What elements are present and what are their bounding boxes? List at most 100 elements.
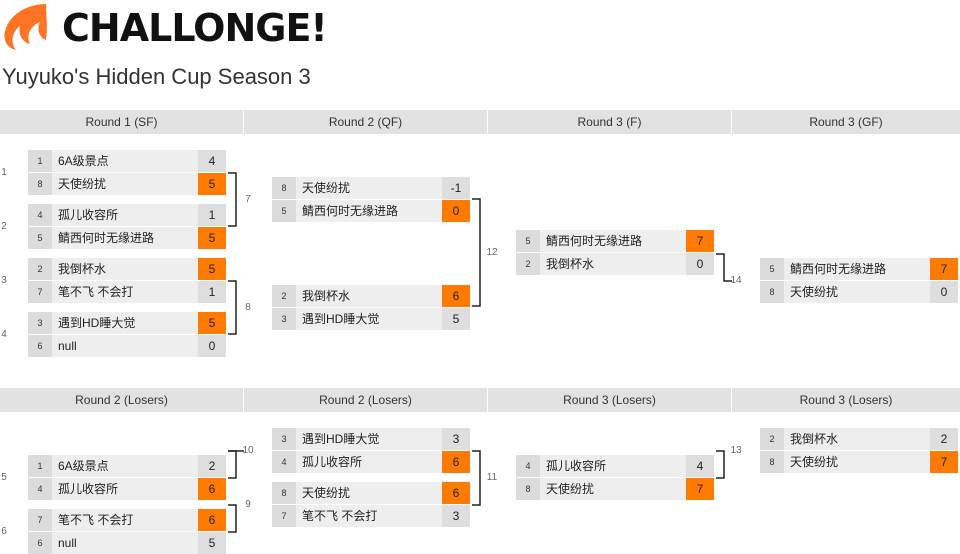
challonge-flame-icon [4,4,47,50]
match-number: 14 [730,275,742,286]
participant-name: 6A级景点 [58,154,109,168]
participant-name: 天使纷扰 [790,285,839,299]
participant-name: 我倒杯水 [58,262,107,276]
participant-row[interactable]: 1 6A级景点 4 [28,150,226,172]
participant-score: 1 [198,281,226,303]
participant-score: 7 [686,478,714,500]
participant-score: 7 [686,230,714,252]
participant-name: 遇到HD睡大觉 [58,316,136,330]
participant-seed: 4 [516,455,540,477]
participant-score: 2 [930,428,958,450]
round-header-losers-2: Round 2 (Losers) [244,388,487,412]
participant-score: 5 [198,227,226,249]
participant-seed: 5 [28,227,52,249]
participant-name: 孤儿收容所 [546,459,607,473]
participant-seed: 5 [516,230,540,252]
participant-score: 4 [198,150,226,172]
participant-seed: 8 [760,451,784,473]
participant-name: null [58,536,77,550]
participant-seed: 3 [272,428,296,450]
participant-name: 我倒杯水 [302,289,351,303]
participant-score: 0 [198,335,226,357]
participant-seed: 1 [28,150,52,172]
participant-score: 3 [442,428,470,450]
participant-score: 7 [930,258,958,280]
participant-name: 天使纷扰 [546,482,595,496]
participant-seed: 2 [28,258,52,280]
participant-name: 孤儿收容所 [58,208,119,222]
match-number: 2 [1,221,7,232]
participant-seed: 2 [516,253,540,275]
participant-score: 6 [442,482,470,504]
participant-row[interactable]: 4 孤儿收容所 4 [516,455,714,477]
challonge-logo[interactable]: CHALLONGE! [0,0,330,56]
round-header-losers-4: Round 3 (Losers) [732,388,960,412]
participant-seed: 7 [28,509,52,531]
participant-seed: 6 [28,532,52,554]
match-number: 3 [1,275,7,286]
participant-name: 鲭西何时无缘进路 [546,234,643,248]
round-header-losers-1: Round 2 (Losers) [0,388,243,412]
participant-score: 6 [442,285,470,307]
match-number: 1 [1,167,7,178]
match-number: 13 [730,445,742,456]
participant-name: 我倒杯水 [546,257,595,271]
match-number: 9 [245,499,251,510]
participant-name: 孤儿收容所 [302,455,363,469]
round-header-winners-1: Round 1 (SF) [0,110,243,134]
participant-score: 6 [198,478,226,500]
match-number: 7 [245,194,251,205]
participant-score: 5 [198,173,226,195]
match-number: 6 [1,526,7,537]
participant-score: 5 [442,308,470,330]
participant-score: 3 [442,505,470,527]
participant-row[interactable]: 5 鲭西何时无缘进路 7 [516,230,714,252]
participant-name: 鲭西何时无缘进路 [302,204,399,218]
participant-seed: 2 [272,285,296,307]
participant-row[interactable]: 8 天使纷扰 0 [760,281,958,303]
round-header-winners-2: Round 2 (QF) [244,110,487,134]
participant-seed: 1 [28,455,52,477]
challonge-wordmark: CHALLONGE! [62,6,328,50]
participant-seed: 2 [760,428,784,450]
participant-name: 笔不飞 不会打 [302,509,378,523]
match-number: 5 [1,472,7,483]
participant-score: 2 [198,455,226,477]
tournament-title: Yuyuko's Hidden Cup Season 3 [2,64,311,89]
participant-score: 0 [930,281,958,303]
participant-name: 鲭西何时无缘进路 [790,262,887,276]
participant-score: 4 [686,455,714,477]
participant-row[interactable]: 2 我倒杯水 6 [272,285,470,307]
participant-score: 6 [198,509,226,531]
match-number: 11 [486,472,498,483]
participant-seed: 8 [760,281,784,303]
participant-score: -1 [442,177,470,199]
participant-seed: 8 [28,173,52,195]
match-number: 12 [486,247,498,258]
participant-seed: 5 [272,200,296,222]
